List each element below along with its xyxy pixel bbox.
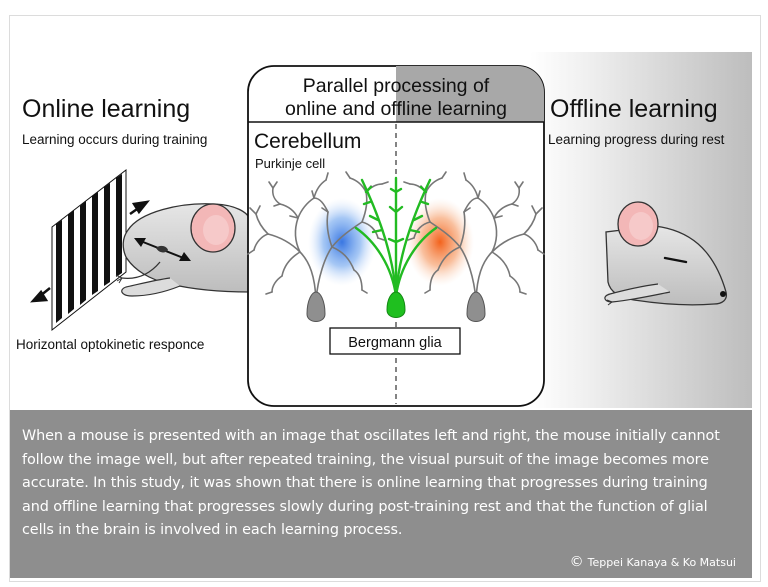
bergmann-glia [354, 176, 438, 298]
copyright-icon: © [569, 554, 584, 570]
cerebellum-label: Cerebellum [254, 130, 361, 153]
offline-title: Offline learning [550, 95, 718, 123]
online-activity-glow [308, 198, 376, 286]
online-bottom-label: Horizontal optokinetic responce [16, 337, 204, 352]
glia-soma [386, 291, 406, 318]
center-title-line1: Parallel processing of [303, 75, 490, 97]
caption-text: When a mouse is presented with an image … [22, 428, 720, 538]
mouse-offline [604, 201, 728, 306]
caption-box: When a mouse is presented with an image … [10, 410, 752, 578]
online-title: Online learning [22, 95, 190, 123]
bergmann-glia-label: Bergmann glia [348, 335, 442, 351]
center-title-line2: online and offline learning [285, 98, 507, 120]
glia-label-box [329, 327, 461, 355]
purkinje-cell-label: Purkinje cell [255, 156, 325, 171]
credit-line: © Teppei Kanaya & Ko Matsui [570, 555, 736, 569]
credit-text: Teppei Kanaya & Ko Matsui [587, 555, 736, 569]
offline-activity-glow [406, 198, 474, 286]
diagram: Online learning Learning occurs during t… [10, 52, 752, 408]
offline-subtitle: Learning progress during rest [548, 132, 725, 147]
purkinje-soma-left [306, 291, 326, 322]
oscillation-arrows [30, 200, 150, 303]
online-subtitle: Learning occurs during training [22, 132, 207, 147]
mouse-online [115, 203, 251, 297]
striped-grating [51, 168, 127, 332]
purkinje-soma-right [466, 291, 486, 322]
purkinje-cell-right [403, 171, 545, 301]
